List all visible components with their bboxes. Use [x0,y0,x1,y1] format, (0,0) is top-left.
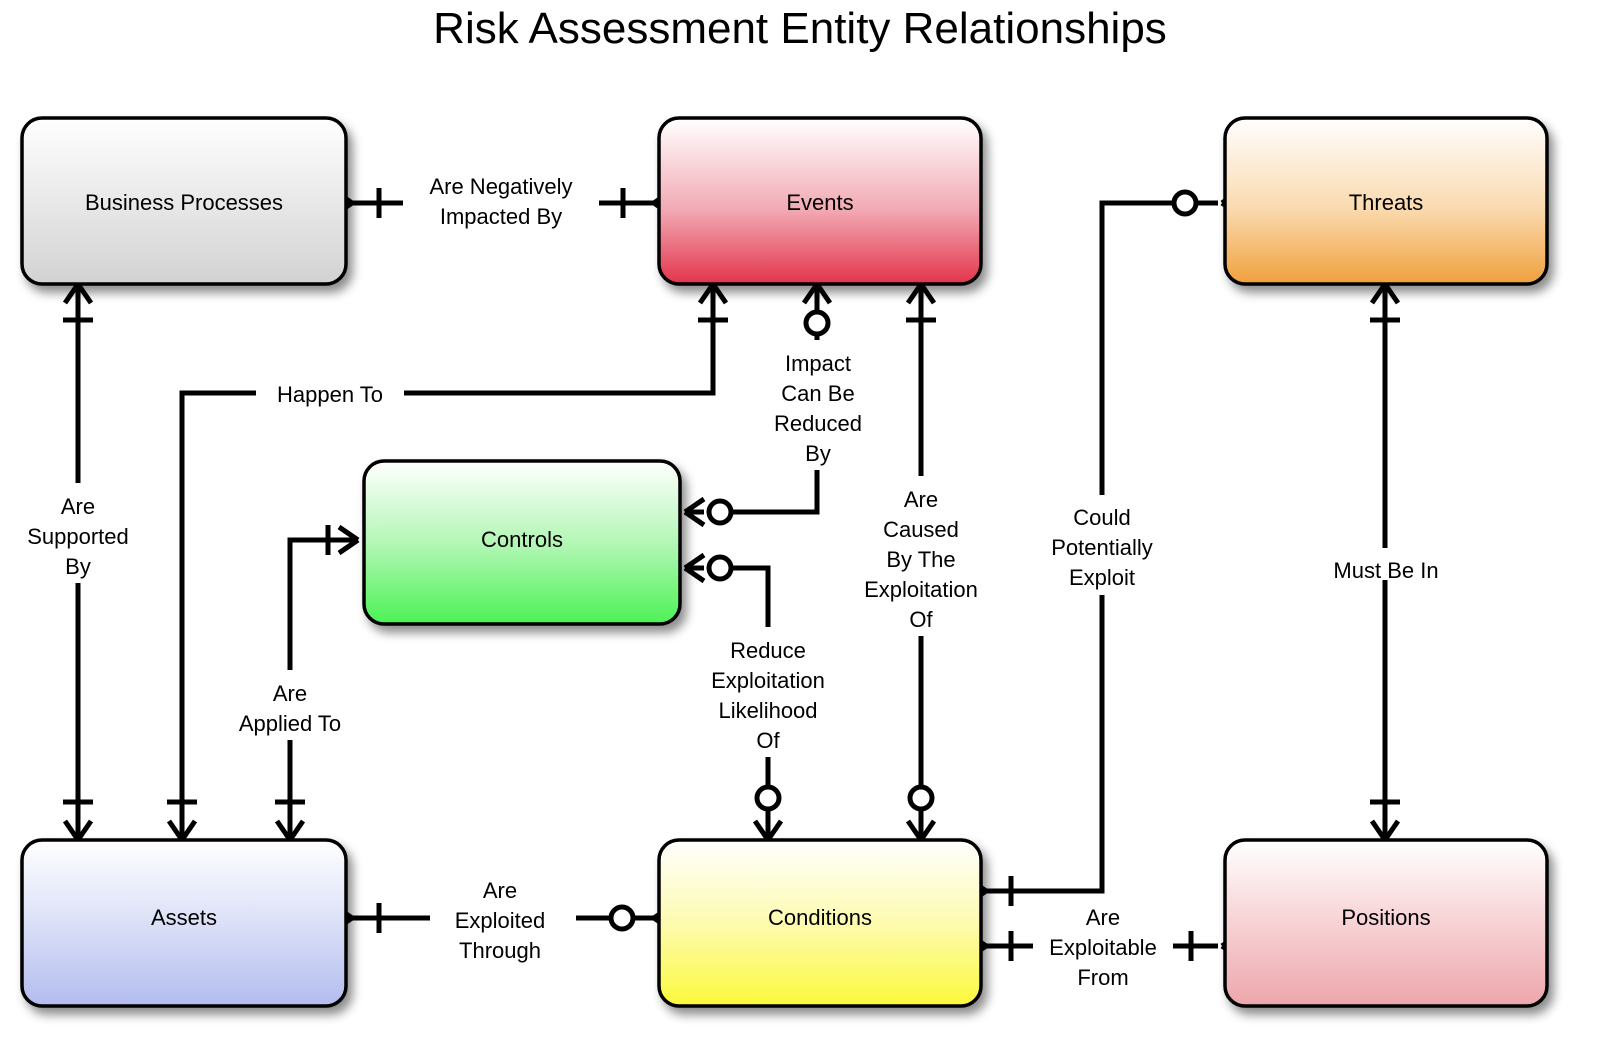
rel-label-could-potentially-exploit: Could Potentially Exploit [1037,495,1169,595]
svg-text:Of: Of [756,728,780,753]
rel-label-happen-to: Happen To [256,379,404,409]
svg-text:Impact: Impact [785,351,851,376]
svg-text:Can Be: Can Be [781,381,854,406]
svg-text:By: By [805,441,831,466]
entity-events[interactable]: Events [657,116,983,286]
svg-text:Happen To: Happen To [277,382,383,407]
svg-text:Impacted By: Impacted By [440,204,562,229]
entity-label-assets: Assets [151,905,217,930]
entity-label-business-processes: Business Processes [85,190,283,215]
entity-controls[interactable]: Controls [362,459,682,626]
rel-label-reduce-exploitation-likelihood-of: Reduce Exploitation Likelihood Of [692,627,844,757]
entity-business-processes[interactable]: Business Processes [20,116,348,286]
svg-text:Are: Are [904,487,938,512]
svg-text:Through: Through [459,938,541,963]
edge-happen-to[interactable] [166,282,729,842]
rel-label-are-caused-by-the-exploitation-of: Are Caused By The Exploitation Of [850,476,996,636]
entity-conditions[interactable]: Conditions [657,838,983,1008]
rel-label-are-negatively-impacted-by: Are Negatively Impacted By [403,168,599,240]
entity-layer: Business Processes Events Threats Contro… [20,116,1549,1008]
svg-text:Reduce: Reduce [730,638,806,663]
svg-text:Exploitation: Exploitation [711,668,825,693]
svg-text:Exploited: Exploited [455,908,546,933]
svg-text:By The: By The [886,547,955,572]
svg-text:Are: Are [61,494,95,519]
entity-positions[interactable]: Positions [1223,838,1549,1008]
entity-label-events: Events [786,190,853,215]
entity-label-threats: Threats [1349,190,1424,215]
svg-text:Exploitation: Exploitation [864,577,978,602]
relationship-label-layer: Are Negatively Impacted By Happen To Are… [10,168,1462,998]
rel-label-impact-can-be-reduced-by: Impact Can Be Reduced By [755,340,883,470]
rel-label-are-exploited-through: Are Exploited Through [430,870,576,970]
rel-label-are-supported-by: Are Supported By [10,483,150,583]
rel-label-must-be-in: Must Be In [1310,548,1462,583]
svg-text:From: From [1077,965,1128,990]
svg-text:Applied To: Applied To [239,711,341,736]
svg-text:By: By [65,554,91,579]
svg-text:Likelihood: Likelihood [718,698,817,723]
svg-text:Reduced: Reduced [774,411,862,436]
svg-text:Are: Are [273,681,307,706]
svg-text:Exploitable: Exploitable [1049,935,1157,960]
svg-text:Caused: Caused [883,517,959,542]
entity-label-positions: Positions [1341,905,1430,930]
svg-text:Are: Are [483,878,517,903]
svg-text:Must Be In: Must Be In [1333,558,1438,583]
svg-text:Are Negatively: Are Negatively [429,174,572,199]
rel-label-are-exploitable-from: Are Exploitable From [1033,898,1173,998]
entity-assets[interactable]: Assets [20,838,348,1008]
page-title: Risk Assessment Entity Relationships [433,4,1167,53]
rel-label-are-applied-to: Are Applied To [220,670,362,740]
svg-text:Could: Could [1073,505,1130,530]
svg-text:Exploit: Exploit [1069,565,1135,590]
svg-text:Are: Are [1086,905,1120,930]
entity-label-controls: Controls [481,527,563,552]
svg-text:Of: Of [909,607,933,632]
entity-label-conditions: Conditions [768,905,872,930]
entity-threats[interactable]: Threats [1223,116,1549,286]
svg-text:Supported: Supported [27,524,129,549]
svg-text:Potentially: Potentially [1051,535,1153,560]
